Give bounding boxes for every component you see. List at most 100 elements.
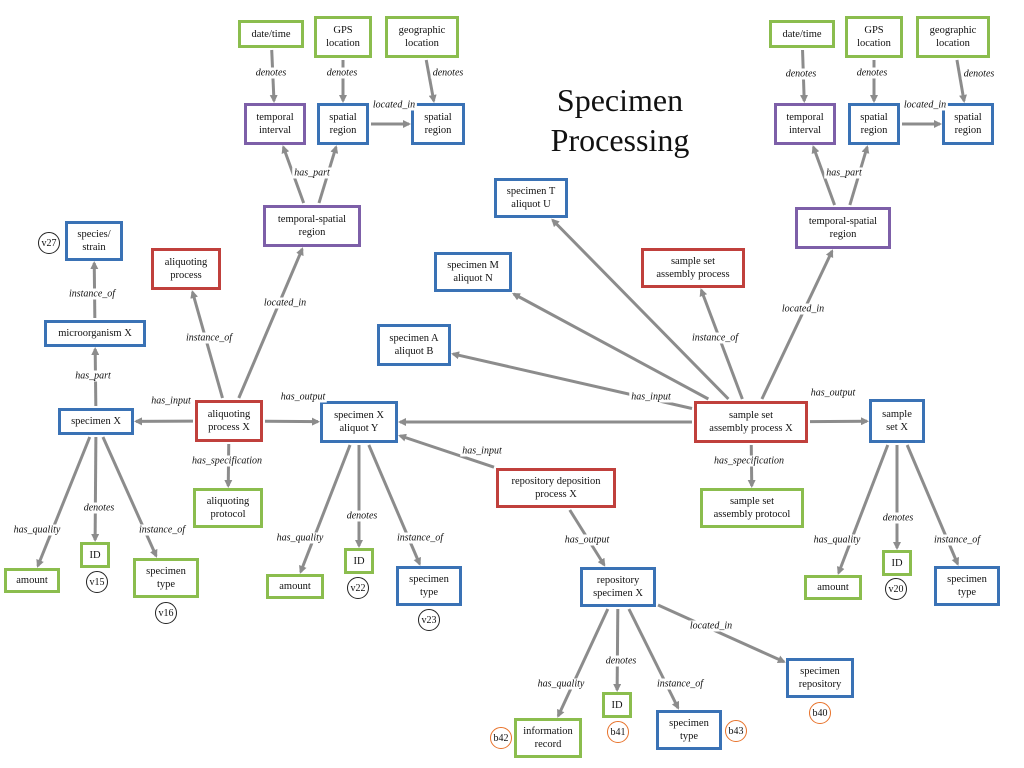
node-aliq-prot: aliquoting protocol bbox=[193, 488, 263, 528]
edge-label: has_part bbox=[824, 167, 864, 179]
node-spatial1-r: spatial region bbox=[848, 103, 900, 145]
node-id4: ID bbox=[882, 550, 912, 576]
badge-b40: b40 bbox=[809, 702, 831, 724]
edge-label: has_output bbox=[562, 534, 612, 546]
edge-label: instance_of bbox=[931, 534, 983, 546]
edge-specXY-to-amount2 bbox=[299, 444, 352, 574]
edge-specX-to-stype1 bbox=[101, 436, 158, 558]
edge-specXY-to-stype2 bbox=[367, 444, 421, 566]
edge-label: has_quality bbox=[811, 534, 863, 546]
edge-label: has_quality bbox=[535, 678, 587, 690]
edge-label: has_output bbox=[808, 387, 858, 399]
node-specAB: specimen A aliquot B bbox=[377, 324, 451, 366]
edge-ssapX-to-specMN bbox=[512, 292, 710, 401]
badge-v20: v20 bbox=[885, 578, 907, 600]
edge-repspec-to-specrepo bbox=[657, 603, 786, 664]
badge-v23: v23 bbox=[418, 609, 440, 631]
edge-label: denotes bbox=[854, 67, 890, 79]
edge-label: located_in bbox=[261, 297, 309, 309]
edge-ssapX-to-specTU bbox=[551, 218, 730, 401]
edge-setX-to-amount4 bbox=[836, 444, 890, 575]
edge-label: has_input bbox=[149, 395, 193, 407]
node-specXY: specimen X aliquot Y bbox=[320, 401, 398, 443]
node-temporal-r: temporal interval bbox=[774, 103, 836, 145]
edge-label: denotes bbox=[961, 68, 997, 80]
node-stype3: specimen type bbox=[656, 710, 722, 750]
node-amount2: amount bbox=[266, 574, 324, 599]
badge-v27: v27 bbox=[38, 232, 60, 254]
node-repspec: repository specimen X bbox=[580, 567, 656, 607]
node-stype1: specimen type bbox=[133, 558, 199, 598]
edge-tsr-r-to-temporal-r bbox=[811, 145, 837, 206]
node-info: information record bbox=[514, 718, 582, 758]
badge-v16: v16 bbox=[155, 602, 177, 624]
edge-label: located_in bbox=[901, 99, 949, 111]
edge-setX-to-stype4 bbox=[905, 444, 960, 566]
node-gps-r: GPS location bbox=[845, 16, 903, 58]
node-gps-l: GPS location bbox=[314, 16, 372, 58]
node-specrepo: specimen repository bbox=[786, 658, 854, 698]
node-ssap: sample set assembly process bbox=[641, 248, 745, 288]
edge-geo-r-to-spatial2-r bbox=[955, 59, 967, 103]
node-aliq-proc: aliquoting process bbox=[151, 248, 221, 290]
node-specX: specimen X bbox=[58, 408, 134, 435]
node-id1: ID bbox=[80, 542, 110, 568]
node-id2: ID bbox=[344, 548, 374, 574]
node-aliqX: aliquoting process X bbox=[195, 400, 263, 442]
edge-label: has_input bbox=[629, 391, 673, 403]
page-title: Specimen Processing bbox=[550, 82, 690, 158]
edge-label: has_specification bbox=[190, 455, 264, 467]
node-specTU: specimen T aliquot U bbox=[494, 178, 568, 218]
node-id3: ID bbox=[602, 692, 632, 718]
edge-aliqX-to-tsr-l bbox=[237, 247, 304, 399]
node-spatial2-r: spatial region bbox=[942, 103, 994, 145]
node-setX: sample set X bbox=[869, 399, 925, 443]
node-geo-l: geographic location bbox=[385, 16, 459, 58]
badge-b42: b42 bbox=[490, 727, 512, 749]
node-ssapX: sample set assembly process X bbox=[694, 401, 808, 443]
edge-label: has_quality bbox=[11, 524, 63, 536]
edge-label: instance_of bbox=[136, 524, 188, 536]
badge-b41: b41 bbox=[607, 721, 629, 743]
edge-label: denotes bbox=[81, 502, 117, 514]
edge-label: located_in bbox=[687, 620, 735, 632]
badge-v15: v15 bbox=[86, 571, 108, 593]
edge-label: denotes bbox=[603, 655, 639, 667]
node-amount4: amount bbox=[804, 575, 862, 600]
node-spatial2-l: spatial region bbox=[411, 103, 465, 145]
edge-geo-l-to-spatial2-l bbox=[424, 59, 437, 103]
edge-label: instance_of bbox=[183, 332, 235, 344]
node-specMN: specimen M aliquot N bbox=[434, 252, 512, 292]
edge-label: denotes bbox=[783, 68, 819, 80]
edge-label: has_input bbox=[460, 445, 504, 457]
edge-label: has_part bbox=[292, 167, 332, 179]
edge-label: located_in bbox=[779, 303, 827, 315]
edge-ssapX-to-ssap bbox=[699, 288, 744, 400]
edge-label: has_quality bbox=[274, 532, 326, 544]
edge-specX-to-amount1 bbox=[36, 436, 92, 568]
edge-repdep-to-specXY bbox=[398, 433, 495, 469]
edge-label: instance_of bbox=[689, 332, 741, 344]
node-stype2: specimen type bbox=[396, 566, 462, 606]
node-date-time-r: date/time bbox=[769, 20, 835, 48]
edge-label: instance_of bbox=[66, 288, 118, 300]
edge-label: denotes bbox=[253, 67, 289, 79]
node-spatial1-l: spatial region bbox=[317, 103, 369, 145]
node-stype4: specimen type bbox=[934, 566, 1000, 606]
node-temporal-l: temporal interval bbox=[244, 103, 306, 145]
node-species: species/ strain bbox=[65, 221, 123, 261]
edge-label: denotes bbox=[880, 512, 916, 524]
edge-label: denotes bbox=[344, 510, 380, 522]
node-geo-r: geographic location bbox=[916, 16, 990, 58]
node-repdep: repository deposition process X bbox=[496, 468, 616, 508]
edge-label: denotes bbox=[324, 67, 360, 79]
edge-repspec-to-stype3 bbox=[627, 608, 680, 710]
edge-label: located_in bbox=[370, 99, 418, 111]
edge-label: denotes bbox=[430, 67, 466, 79]
node-tsr-l: temporal-spatial region bbox=[263, 205, 361, 247]
edge-label: has_part bbox=[73, 370, 113, 382]
edge-specX-to-id1 bbox=[91, 436, 100, 542]
edge-label: has_specification bbox=[712, 455, 786, 467]
edge-repspec-to-id3 bbox=[613, 608, 622, 692]
node-micro: microorganism X bbox=[44, 320, 146, 347]
